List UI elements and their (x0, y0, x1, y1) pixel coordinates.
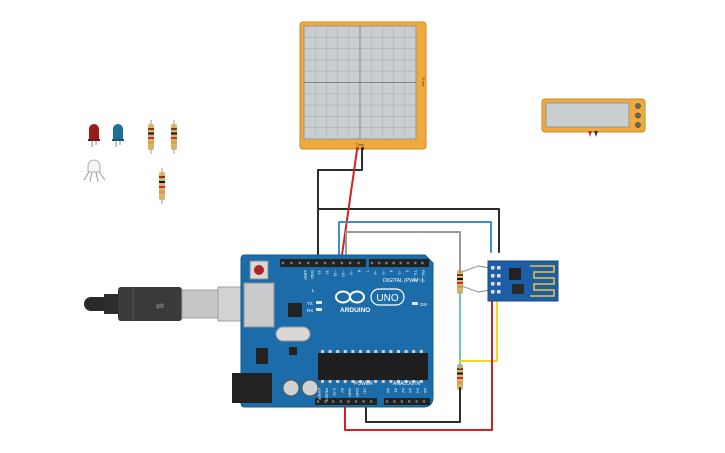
digital-header-label: DIGITAL (PWM~) (383, 278, 423, 284)
power-header[interactable] (315, 398, 377, 405)
resistor[interactable] (148, 120, 154, 154)
esp-flash-chip (512, 284, 524, 294)
pin-label: Vin (363, 388, 368, 394)
pin-label: 2 (405, 270, 410, 273)
pin-label: ~11 (333, 270, 338, 277)
power-jack[interactable] (232, 373, 272, 403)
on-led-icon (412, 302, 418, 305)
lcd-button-icon[interactable] (635, 112, 641, 119)
reset-button-icon (254, 265, 264, 275)
model-label: UNO (376, 293, 398, 304)
pin-label: AREF (303, 270, 308, 281)
resistors (148, 120, 463, 394)
oscilloscope-scale-label: 5 ms (421, 78, 426, 87)
rgb-led[interactable] (83, 159, 106, 183)
pin-label: 13 (317, 270, 322, 275)
tx-led-icon (316, 301, 322, 304)
lcd-button-icon[interactable] (635, 122, 641, 128)
pin-label: A5 (423, 388, 428, 394)
on-label: ON (420, 302, 427, 307)
led-blue[interactable] (112, 124, 124, 147)
pin-label: 7 (365, 270, 370, 273)
usb-icon: ⇌ (156, 301, 164, 312)
pin-label: 4 (389, 270, 394, 273)
lcd-button-icon[interactable] (635, 103, 641, 109)
capacitor (301, 379, 319, 397)
usb-port[interactable] (243, 282, 275, 328)
pin-label: RESET (325, 388, 330, 402)
rx-label: RX (307, 308, 313, 313)
pin-label: ~10 (341, 270, 346, 278)
oscilloscope[interactable]: 5 ms Time (299, 21, 427, 150)
l-label: L (312, 288, 315, 293)
arduino-logo-icon (335, 290, 365, 304)
analog-header[interactable] (384, 398, 430, 405)
resistor[interactable] (159, 168, 165, 204)
lcd-pin[interactable] (594, 131, 598, 137)
oscilloscope-ground-pin[interactable] (361, 147, 364, 150)
pin-label: ~6 (373, 270, 378, 275)
crystal (275, 326, 311, 342)
small-chip (289, 347, 297, 355)
rx-led-icon (316, 308, 322, 311)
chip-pins (321, 350, 423, 383)
pin-label: RX←0 (421, 270, 426, 283)
digital-header-right[interactable] (369, 259, 429, 267)
power-label: POWER (354, 381, 373, 387)
capacitor (282, 379, 300, 397)
pin-label: A0 (386, 388, 391, 394)
pin-label: ~9 (349, 270, 354, 275)
oscilloscope-probe-pin[interactable] (356, 147, 359, 150)
usb-chip (288, 303, 302, 317)
digital-header-left[interactable] (280, 259, 366, 267)
esp-pins (491, 266, 501, 294)
lcd-pin[interactable] (588, 131, 592, 137)
microcontroller-chip (318, 353, 428, 380)
pin-label: GND (347, 388, 352, 397)
pin-label: 3.3V (332, 388, 337, 397)
esp-chip (509, 268, 521, 280)
pin-label: ~3 (397, 270, 402, 275)
analog-label: ANALOG IN (393, 381, 421, 387)
tx-label: TX (307, 301, 313, 306)
brand-label: ARDUINO (340, 307, 370, 314)
pin-label: GND (355, 388, 360, 397)
pin-label: 12 (325, 270, 330, 275)
pin-label: GND (310, 270, 315, 279)
pin-label: A4 (416, 388, 421, 394)
wires (317, 149, 500, 431)
pin-label: IOREF (317, 388, 322, 401)
pin-label: 5V (340, 388, 345, 393)
resistor[interactable] (171, 120, 177, 154)
usb-cable[interactable]: ⇌ (84, 286, 245, 322)
pin-label: ~5 (381, 270, 386, 275)
antenna-icon (530, 265, 555, 297)
pin-label: A2 (401, 388, 406, 394)
esp8266-module[interactable] (487, 260, 559, 302)
oscilloscope-time-label: Time (356, 142, 366, 147)
pin-label: TX→1 (413, 270, 418, 282)
pin-label: A1 (393, 388, 398, 394)
lcd-display[interactable] (541, 98, 646, 137)
led-red[interactable] (88, 124, 100, 147)
regulator (256, 348, 268, 364)
pin-label: 8 (357, 270, 362, 273)
pin-label: A3 (408, 388, 413, 394)
